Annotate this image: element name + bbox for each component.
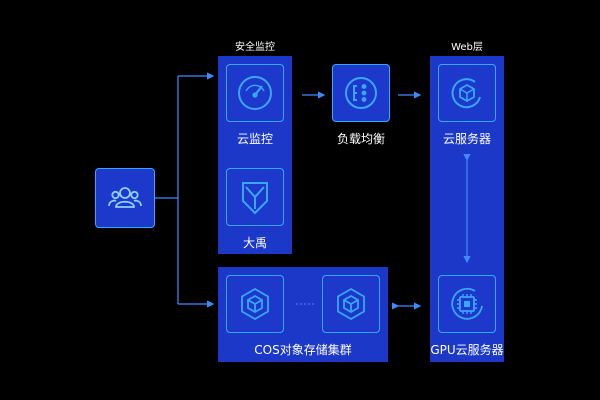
load-balancer-label: 负载均衡 bbox=[336, 132, 385, 146]
cube-icon bbox=[337, 287, 365, 321]
gpu-server-tile[interactable] bbox=[438, 275, 496, 333]
dayu-tile[interactable] bbox=[226, 168, 284, 226]
gauge-icon bbox=[238, 76, 272, 110]
security-monitor-header: 安全监控 bbox=[235, 42, 275, 53]
shield-icon bbox=[242, 182, 268, 215]
load-balancer-tile[interactable] bbox=[332, 64, 390, 122]
cube-icon bbox=[241, 287, 269, 321]
cos-label: COS对象存储集群 bbox=[254, 343, 352, 357]
cos-node-tile-1[interactable] bbox=[226, 275, 284, 333]
cloud-server-tile[interactable] bbox=[438, 64, 496, 122]
cloud-monitor-label: 云监控 bbox=[236, 132, 273, 146]
users-tile[interactable] bbox=[95, 168, 155, 228]
chip-icon bbox=[451, 287, 483, 320]
web-layer-header: Web层 bbox=[451, 42, 483, 53]
gpu-server-label: GPU云服务器 bbox=[430, 343, 504, 357]
load-balancer-icon bbox=[345, 77, 377, 109]
cos-node-tile-2[interactable] bbox=[322, 275, 380, 333]
cloud-monitor-tile[interactable] bbox=[226, 64, 284, 122]
dayu-label: 大禹 bbox=[242, 236, 267, 250]
cloud-server-label: 云服务器 bbox=[442, 132, 491, 146]
users-icon bbox=[108, 187, 142, 208]
cloud-server-cube-icon bbox=[451, 78, 481, 109]
